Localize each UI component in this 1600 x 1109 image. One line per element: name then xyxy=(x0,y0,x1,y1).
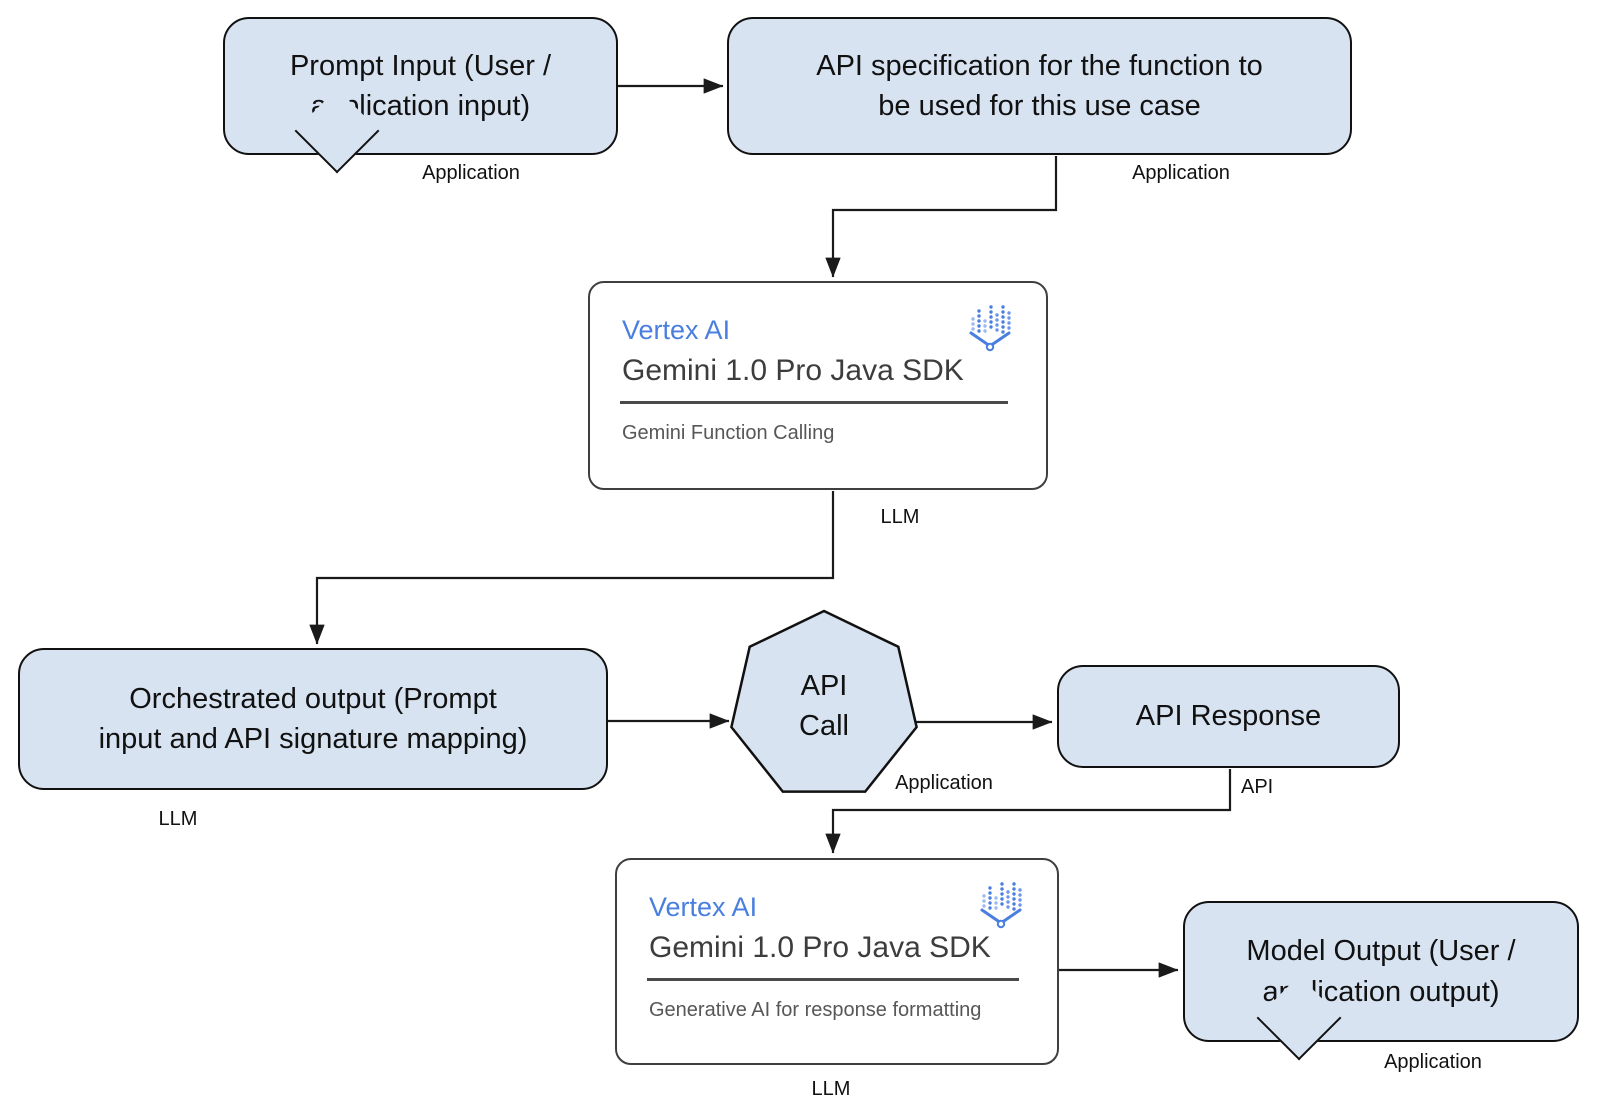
tag-api-spec: Application xyxy=(1132,162,1230,184)
card-feature: Generative AI for response formatting xyxy=(649,999,982,1021)
card-feature: Gemini Function Calling xyxy=(622,422,835,444)
sdk-title: Gemini 1.0 Pro Java SDK xyxy=(649,931,991,964)
tag-api-call: Application xyxy=(895,772,993,794)
vertex-ai-icon xyxy=(968,305,1014,360)
tag-prompt-input: Application xyxy=(422,162,520,184)
node-api-response: API Response xyxy=(1057,665,1400,768)
api-spec-label: API specification for the function to be… xyxy=(816,49,1263,122)
api-response-label: API Response xyxy=(1135,700,1322,733)
card-llm-function-calling: Vertex AI Gemini 1.0 Pro Java SDK Gemini… xyxy=(588,281,1048,490)
sdk-title: Gemini 1.0 Pro Java SDK xyxy=(622,354,964,387)
card-divider xyxy=(647,978,1019,981)
card-divider xyxy=(620,401,1008,404)
orchestrated-output-label: Orchestrated output (Prompt input and AP… xyxy=(98,682,528,755)
tag-llm-response-formatting: LLM xyxy=(811,1078,851,1100)
tag-orchestrated-output: LLM xyxy=(158,808,198,830)
node-orchestrated-output: Orchestrated output (Prompt input and AP… xyxy=(18,648,608,790)
node-prompt-input: Prompt Input (User / application input) xyxy=(223,17,618,174)
tag-api-response: API xyxy=(1241,776,1274,798)
node-model-output: Model Output (User / application output) xyxy=(1183,901,1579,1061)
vertex-ai-title: Vertex AI xyxy=(649,892,758,922)
api-call-label: API Call xyxy=(799,669,849,742)
node-api-call: API Call xyxy=(726,608,922,804)
tag-model-output: Application xyxy=(1384,1051,1482,1073)
node-api-spec: API specification for the function to be… xyxy=(727,17,1352,155)
edge-apispec-to-llm1 xyxy=(825,156,1058,278)
heptagon-shape xyxy=(730,609,918,793)
card-llm-response-formatting: Vertex AI Gemini 1.0 Pro Java SDK Genera… xyxy=(615,858,1059,1065)
vertex-ai-icon xyxy=(979,882,1025,937)
tag-llm-function-calling: LLM xyxy=(880,506,920,528)
vertex-ai-title: Vertex AI xyxy=(622,315,731,345)
